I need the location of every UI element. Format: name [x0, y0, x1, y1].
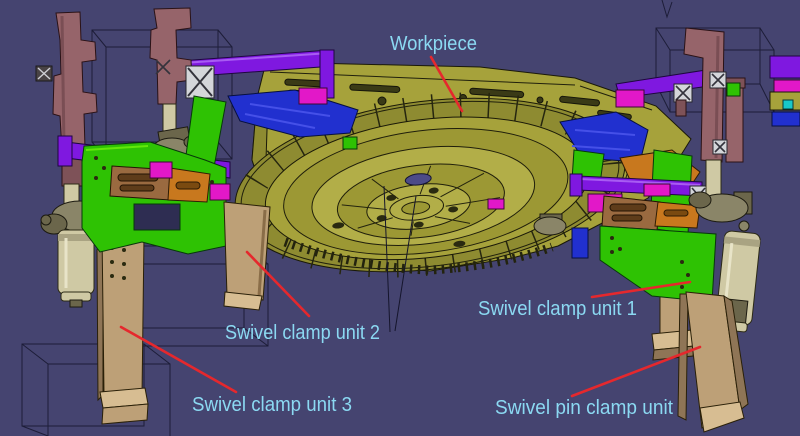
pneumatic-cylinder [57, 229, 95, 308]
arrow-workpiece [429, 55, 464, 113]
riser-leg [677, 291, 749, 433]
label-swivel-clamp-unit-1: Swivel clamp unit 1 [478, 298, 637, 320]
panel-blue-parts [227, 89, 649, 163]
swivel-clamp-head [688, 191, 753, 232]
clamp-arm [683, 27, 725, 163]
riser-leg [96, 231, 149, 425]
hub-bolt-holes [376, 187, 459, 228]
swivel-clamp-unit-2-model [57, 7, 358, 311]
label-swivel-pin-clamp-unit: Swivel pin clamp unit [495, 397, 673, 419]
workpiece-model [227, 61, 701, 278]
panel-oval-hole [404, 173, 432, 186]
clamp-actuator-block [673, 83, 693, 103]
spare-wheel-well [234, 92, 626, 278]
riser-leg [223, 201, 271, 311]
right-edge-parts [769, 55, 800, 127]
arrow-swivel-clamp-unit-3 [119, 325, 238, 394]
arrow-swivel-clamp-unit-2 [245, 250, 311, 318]
clamp-actuator-block [185, 65, 215, 99]
arrow-swivel-pin-clamp-unit [570, 345, 702, 398]
swivel-clamp-finger [487, 198, 567, 236]
hanging-edge-lines [383, 185, 417, 333]
label-swivel-clamp-unit-2: Swivel clamp unit 2 [225, 322, 380, 344]
label-swivel-clamp-unit-3: Swivel clamp unit 3 [192, 394, 352, 416]
label-workpiece: Workpiece [390, 33, 477, 55]
slotted-plates [601, 195, 701, 231]
arrow-swivel-clamp-unit-1 [590, 280, 692, 299]
constraint-markers [709, 71, 728, 155]
annotations: Workpiece Swivel clamp unit 1 Swivel cla… [119, 33, 702, 419]
slotted-plates [109, 161, 231, 203]
clamp-arm [149, 7, 193, 105]
swivel-pin-clamp-unit-model [675, 27, 761, 433]
